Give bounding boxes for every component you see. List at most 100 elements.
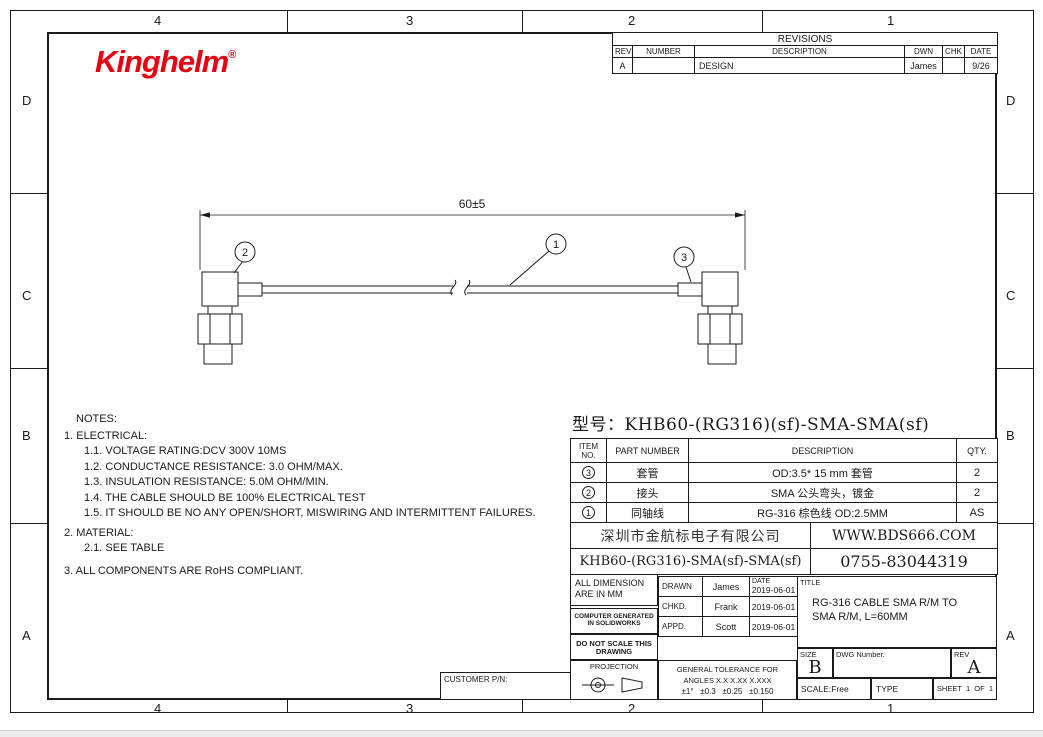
zone-row-label: D [1006,93,1016,108]
company-phone: 0755-83044319 [810,548,998,575]
zone-tick [522,700,523,713]
approval-row-checked: CHKD. Frank 2019-06-01 [658,596,798,617]
chkd-date: 2019-06-01 [751,601,796,612]
break-symbol [464,279,471,296]
kinghelm-logo: Kinghelm® [95,44,236,80]
zone-col-label: 2 [628,13,636,28]
company-block: 深圳市金航标电子有限公司 WWW.BDS666.COM KHB60-(RG316… [570,522,998,575]
cable-assembly-drawing: 60±5 [197,197,746,365]
revisions-table: REVISIONS REV NUMBER DESCRIPTION DWN CHK… [611,32,999,74]
zone-row-label: B [22,428,31,443]
company-website: WWW.BDS666.COM [810,522,998,549]
balloon-2-circle [234,241,256,263]
zone-col-label: 1 [887,13,895,28]
tolerance-line2: ANGLES X.X X.XX X.XXX [683,676,772,685]
model-number: 型号：KHB60-(RG316)(sf)-SMA-SMA(sf) [572,415,930,435]
company-part-number: KHB60-(RG316)-SMA(sf)-SMA(sf) [570,548,811,575]
revisions-title: REVISIONS [611,32,999,46]
approval-table: DRAWN James DATE 2019-06-01 CHKD. Frank … [658,576,798,637]
zone-col-label: 1 [887,701,895,716]
zone-row-label: A [22,628,31,643]
zone-col-label: 4 [154,13,162,28]
tolerance-box: GENERAL TOLERANCE FOR ANGLES X.X X.XX X.… [658,660,797,700]
parts-row: 1 同轴线 RG-316 棕色线 OD:2.5MM AS [570,502,998,523]
left-sma-connector [197,271,263,365]
note-line: 1.2. CONDUCTANCE RESISTANCE: 3.0 OHM/MAX… [84,460,343,473]
dimension-units-note: ALL DIMENSION ARE IN MM [570,574,658,606]
parts-cell-item: 2 [570,482,607,503]
projection-label: PROJECTION [589,662,639,671]
computer-generated-note: COMPUTER GENERATED IN SOLIDWORKS [570,608,658,634]
note-line: 1.3. INSULATION RESISTANCE: 5.0M OHM/MIN… [84,476,329,488]
rev-header-rev: REV [612,45,633,58]
registered-mark: ® [228,49,237,61]
type-cell: TYPE [871,678,933,700]
parts-header-qty: QTY. [956,438,998,463]
parts-cell-description: RG-316 棕色线 OD:2.5MM [688,502,957,523]
appd-name: Scott [702,616,750,637]
parts-header-description: DESCRIPTION [688,438,957,463]
break-symbol [450,279,457,296]
third-angle-projection-icon [582,677,643,693]
balloon-1-circle [545,233,567,255]
appd-label: APPD. [658,616,703,637]
balloon-2-number: 2 [242,247,248,259]
zone-row-label: C [22,288,32,303]
chkd-label: CHKD. [658,596,703,617]
parts-row: 3 套管 OD:3.5* 15 mm 套管 2 [570,462,998,483]
company-name: 深圳市金航标电子有限公司 [570,522,811,549]
size-value: B [808,657,822,678]
chkd-name: Frank [702,596,750,617]
zone-tick [997,193,1034,194]
zone-col-label: 3 [406,13,414,28]
revision-row: A DESIGN James 9/26 [612,57,999,74]
drawing-title: RG-316 CABLE SMA R/M TO SMA R/M, L=60MM [798,588,996,624]
do-not-scale-note: DO NOT SCALE THIS DRAWING [570,634,658,660]
rev-value: A [967,657,981,678]
notes-title: NOTES: [76,413,117,425]
zone-tick [522,10,523,32]
dwg-number-label: DWG Number. [836,650,885,659]
note-line: 3. ALL COMPONENTS ARE RoHS COMPLIANT. [64,564,304,577]
appd-date: 2019-06-01 [751,621,796,632]
parts-cell-part: 接头 [606,482,689,503]
rev-header-description: DESCRIPTION [694,45,905,58]
parts-table: ITEM NO. PART NUMBER DESCRIPTION QTY. 3 … [570,438,998,523]
rev-header-date: DATE [963,45,999,58]
rev-cell: REV A [951,648,997,678]
parts-header-part: PART NUMBER [606,438,689,463]
zone-tick [762,10,763,32]
logo-text: Kinghelm [95,44,229,79]
approval-row-drawn: DRAWN James DATE 2019-06-01 [658,576,798,597]
zone-row-label: D [22,93,32,108]
dimension-arrow-left [200,212,210,218]
zone-tick [10,193,47,194]
note-line: 1.5. IT SHOULD BE NO ANY OPEN/SHORT, MIS… [84,507,536,519]
sheet-cell: SHEET 1 OF 1 [933,678,997,700]
title-block: ALL DIMENSION ARE IN MM COMPUTER GENERAT… [570,574,997,700]
parts-cell-part: 同轴线 [606,502,689,523]
drawn-name: James [702,576,750,597]
title-label: TITLE [800,578,821,587]
zone-row-label: C [1006,288,1016,303]
projection-box: PROJECTION [570,660,658,700]
rev-cell-chk [942,57,965,74]
parts-cell-item: 3 [570,462,607,483]
scale-cell: SCALE:Free [797,678,871,700]
dimension-note-line2: ARE IN MM [575,589,623,599]
rev-cell-date: 9/26 [963,57,999,74]
dwg-number-cell: DWG Number. [833,648,951,678]
zone-col-label: 2 [628,701,636,716]
notes-section: NOTES: 1. ELECTRICAL: 1.1. VOLTAGE RATIN… [60,412,560,579]
drawn-label: DRAWN [658,576,703,597]
dimension-lines [199,210,746,270]
rev-label: REV [954,650,970,659]
rev-cell-rev: A [612,57,633,74]
parts-cell-part: 套管 [606,462,689,483]
drawing-title-line2: SMA R/M, L=60MM [812,611,908,623]
customer-pn-box: CUSTOMER P/N: [440,672,571,700]
zone-col-label: 3 [406,701,414,716]
zone-col-label: 4 [154,701,162,716]
rev-header-chk: CHK [942,45,965,58]
